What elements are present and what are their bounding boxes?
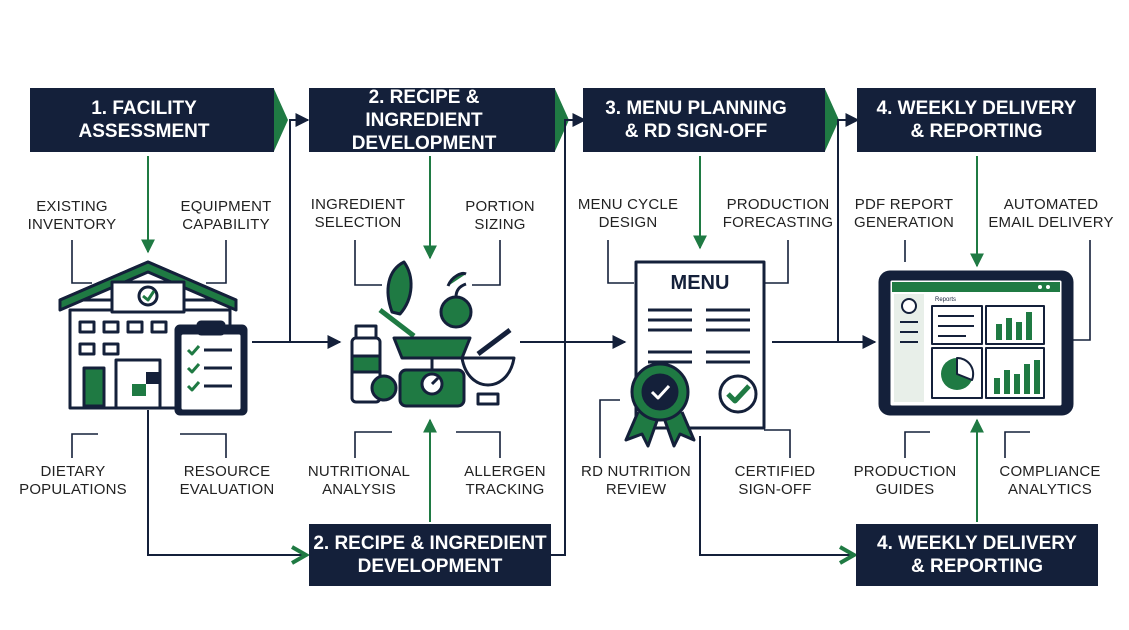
label-allergen-tracking: ALLERGEN TRACKING [464, 463, 546, 498]
facility-checklist-icon [58, 260, 248, 416]
tablet-screen-title: Reports [935, 297, 956, 303]
label-automated-email-delivery: AUTOMATED EMAIL DELIVERY [988, 196, 1114, 231]
label-production-forecasting: PRODUCTION FORECASTING [722, 196, 834, 231]
stage-2-header: 2. RECIPE & INGREDIENT DEVELOPMENT [309, 86, 569, 154]
label-certified-sign-off: CERTIFIED SIGN-OFF [734, 463, 816, 498]
label-compliance-analytics: COMPLIANCE ANALYTICS [999, 463, 1101, 498]
tablet-reports-icon [878, 270, 1074, 416]
label-ingredient-selection: INGREDIENT SELECTION [310, 196, 406, 231]
label-resource-evaluation: RESOURCE EVALUATION [179, 463, 275, 498]
label-portion-sizing: PORTION SIZING [465, 198, 535, 233]
menu-certified-icon [624, 260, 766, 448]
ingredients-scale-icon [350, 260, 516, 408]
stage-2-title: 2. RECIPE & INGREDIENT DEVELOPMENT [351, 86, 497, 154]
label-rd-nutrition-review: RD NUTRITION REVIEW [581, 463, 691, 498]
label-nutritional-analysis: NUTRITIONAL ANALYSIS [307, 463, 411, 498]
stage-4-title: 4. WEEKLY DELIVERY & REPORTING [876, 98, 1077, 142]
label-menu-cycle-design: MENU CYCLE DESIGN [577, 196, 679, 231]
bottom-box-delivery: 4. WEEKLY DELIVERY & REPORTING [856, 524, 1098, 586]
menu-word: MENU [671, 272, 730, 294]
stage-3-title: 3. MENU PLANNING & RD SIGN-OFF [605, 98, 787, 142]
label-pdf-report-generation: PDF REPORT GENERATION [853, 196, 955, 231]
label-existing-inventory: EXISTING INVENTORY [27, 198, 117, 233]
stage-1-header: 1. FACILITY ASSESSMENT [30, 88, 288, 152]
label-equipment-capability: EQUIPMENT CAPABILITY [180, 198, 272, 233]
stage-1-title: 1. FACILITY ASSESSMENT [78, 98, 210, 142]
label-leaders [71, 240, 1091, 458]
stage-3-header: 3. MENU PLANNING & RD SIGN-OFF [583, 88, 839, 152]
label-dietary-populations: DIETARY POPULATIONS [19, 463, 127, 498]
label-production-guides: PRODUCTION GUIDES [853, 463, 957, 498]
flow-connectors [141, 113, 984, 565]
bottom-box-recipe: 2. RECIPE & INGREDIENT DEVELOPMENT [309, 524, 551, 586]
stage-4-header: 4. WEEKLY DELIVERY & REPORTING [857, 88, 1096, 152]
